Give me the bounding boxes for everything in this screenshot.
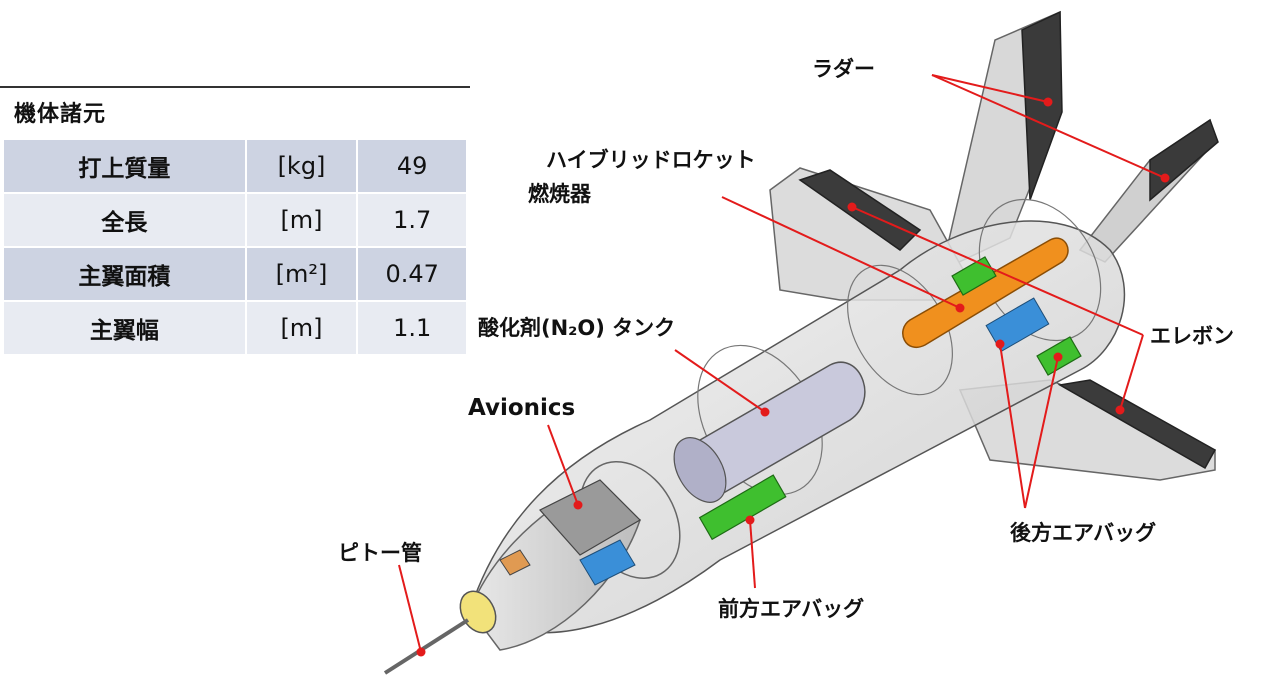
- avionics-box: [499, 479, 641, 586]
- rudder-right: [1078, 118, 1219, 263]
- label-elevon: エレボン: [1150, 324, 1234, 348]
- leader-lines: [398, 74, 1166, 653]
- label-hybrid-line2: 燃焼器: [528, 182, 591, 206]
- blue-component: [985, 297, 1050, 353]
- table-row: 全長 [m] 1.7: [2, 192, 468, 248]
- spec-unit: [kg]: [244, 138, 359, 194]
- label-rudder: ラダー: [812, 57, 875, 81]
- spec-name: 主翼面積: [2, 246, 247, 302]
- spec-top-rule: [0, 86, 470, 88]
- label-oxidizer-tank: 酸化剤(N₂O) タンク: [478, 316, 676, 340]
- spec-value: 1.1: [356, 300, 468, 356]
- label-front-airbag: 前方エアバッグ: [718, 597, 865, 621]
- spec-name: 全長: [2, 192, 247, 248]
- table-row: 主翼面積 [m²] 0.47: [2, 246, 468, 302]
- spec-unit: [m²]: [244, 246, 359, 302]
- spec-value: 1.7: [356, 192, 468, 248]
- spec-table: 打上質量 [kg] 49 全長 [m] 1.7 主翼面積 [m²] 0.47 主…: [2, 138, 468, 356]
- wing-right: [958, 379, 1217, 481]
- pitot-tube: [383, 618, 470, 675]
- label-hybrid-line1: ハイブリッドロケット: [546, 148, 756, 172]
- spec-unit: [m]: [244, 192, 359, 248]
- table-row: 主翼幅 [m] 1.1: [2, 300, 468, 356]
- spec-value: 0.47: [356, 246, 468, 302]
- spec-title: 機体諸元: [14, 102, 107, 127]
- oxidizer-tank: [673, 361, 866, 503]
- spec-name: 主翼幅: [2, 300, 247, 356]
- label-avionics: Avionics: [468, 395, 576, 421]
- leader-dots: [416, 97, 1170, 657]
- hybrid-combustor: [902, 237, 1069, 348]
- label-rear-airbag: 後方エアバッグ: [1010, 521, 1157, 545]
- spec-value: 49: [356, 138, 468, 194]
- table-row: 打上質量 [kg] 49: [2, 138, 468, 194]
- label-pitot: ピトー管: [338, 541, 422, 565]
- spec-unit: [m]: [244, 300, 359, 356]
- spec-name: 打上質量: [2, 138, 247, 194]
